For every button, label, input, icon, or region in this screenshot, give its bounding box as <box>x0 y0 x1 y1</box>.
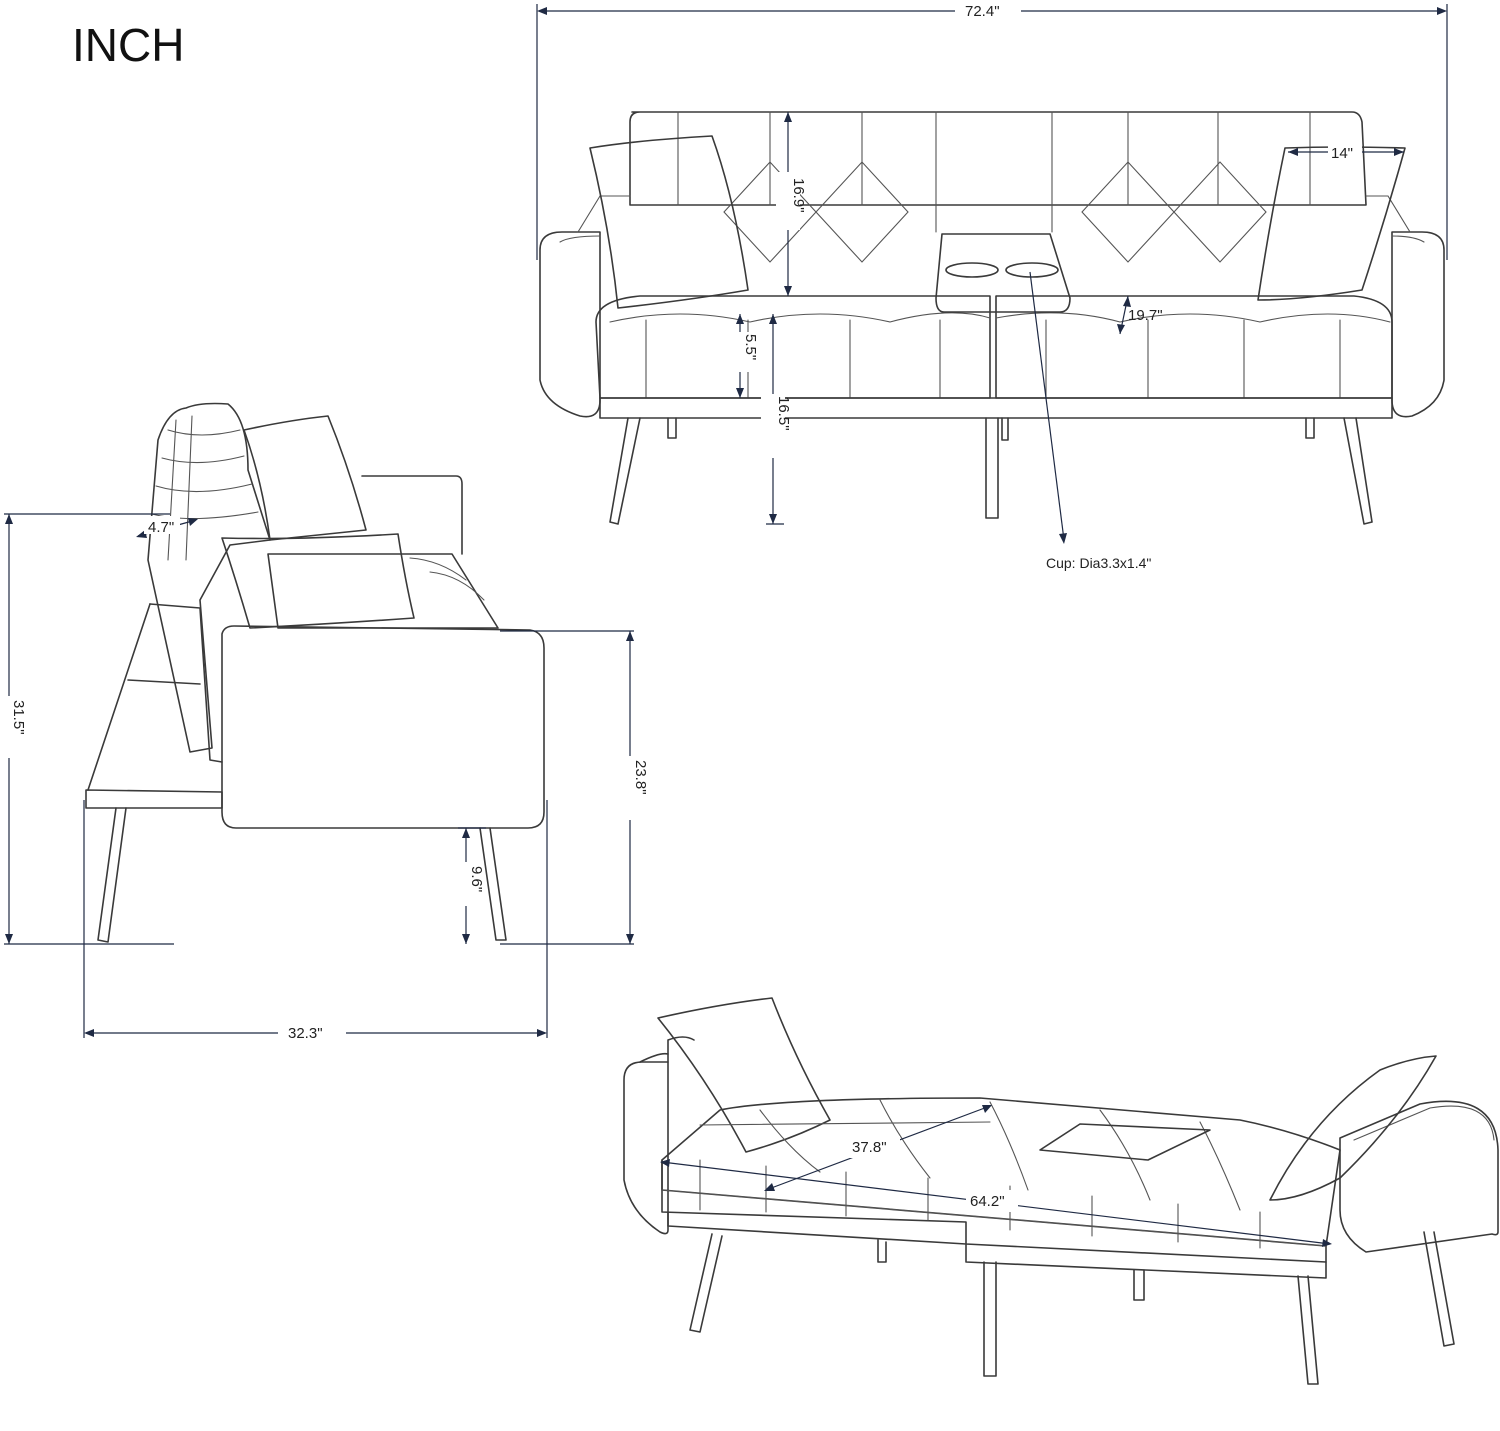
dimension-seat-depth: 19.7" <box>1128 307 1163 324</box>
dimension-armrest-width: 4.7" <box>148 519 174 536</box>
dimension-cushion-thickness: 5.5" <box>742 334 759 360</box>
dimension-bed-width: 37.8" <box>852 1139 887 1156</box>
dimension-pillow-width: 14" <box>1331 145 1353 162</box>
dimension-overall-height: 31.5" <box>10 700 27 735</box>
bed-view-sofa <box>623 997 1499 1385</box>
dimension-arm-height: 23.8" <box>632 760 649 795</box>
front-view-sofa <box>539 111 1445 525</box>
side-view-dimensions: 4.7" 31.5" 23.8" 9.6" 32.3" <box>0 513 649 1042</box>
side-view-sofa <box>85 402 545 943</box>
dimension-overall-depth: 32.3" <box>288 1025 323 1042</box>
dimension-seat-height: 16.5" <box>775 396 792 431</box>
dimension-leg-height: 9.6" <box>468 866 485 892</box>
dimension-overall-width: 72.4" <box>965 3 1000 20</box>
dimension-bed-length: 64.2" <box>970 1193 1005 1210</box>
cup-holder-note: Cup: Dia3.3x1.4" <box>1046 555 1151 571</box>
dimension-back-height: 16.9" <box>790 178 807 213</box>
bed-view-dimensions: 37.8" 64.2" <box>660 1105 1332 1247</box>
unit-label: INCH <box>72 19 184 71</box>
front-view-dimensions: 72.4" 16.9" 14" 19.7" 5.5" 16.5" <box>536 3 1448 571</box>
